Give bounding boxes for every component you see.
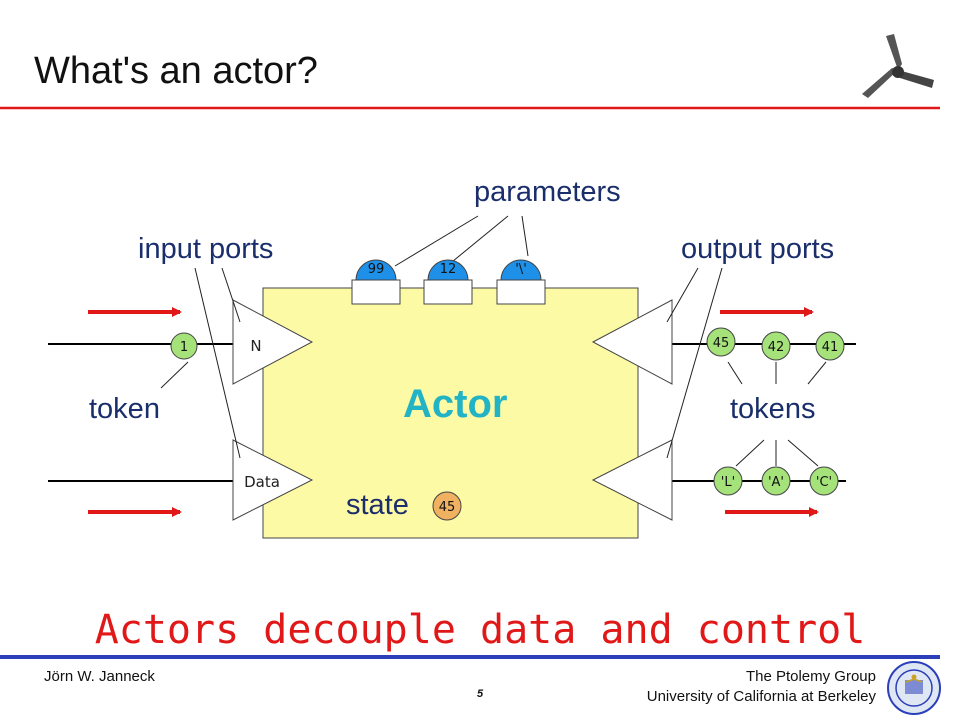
input-port-n [232, 299, 314, 385]
pointer-param-99 [394, 215, 479, 267]
parameter-backslash: '\' [496, 259, 546, 305]
footer-group: The Ptolemy Group [745, 668, 876, 685]
footer-author: Jörn W. Janneck [44, 668, 155, 685]
output-token-l-value: 'L' [721, 475, 735, 490]
pointer-param-backslash [521, 215, 529, 257]
output-port-top [591, 299, 673, 385]
output-ports-label: output ports [681, 233, 835, 265]
input-port-data [232, 439, 314, 521]
slide-title: What's an actor? [34, 50, 318, 92]
state-token-value: 45 [439, 500, 456, 515]
parameter-backslash-value: '\' [515, 262, 527, 277]
pointer-tokens-c [787, 439, 819, 467]
output-token-45 [706, 327, 736, 357]
parameter-99-value: 99 [368, 262, 385, 277]
input-token-value: 1 [180, 340, 188, 355]
pointer-output-ports-top [666, 267, 699, 323]
output-token-c-value: 'C' [816, 475, 832, 490]
pointer-token [160, 361, 189, 389]
token-label: token [89, 393, 160, 425]
pointer-output-ports-bottom [666, 267, 723, 459]
footer-university: University of California at Berkeley [646, 688, 876, 705]
ptolemy-logo-icon [862, 34, 934, 98]
pointer-input-ports-bottom [194, 267, 241, 459]
parameter-12: 12 [423, 259, 473, 305]
tagline: Actors decouple data and control [94, 607, 866, 653]
output-token-a [761, 466, 791, 496]
parameters-label: parameters [474, 176, 621, 208]
university-seal-icon [887, 661, 941, 715]
output-token-c [809, 466, 839, 496]
output-token-l [713, 466, 743, 496]
output-token-42-value: 42 [768, 340, 785, 355]
page-number: 5 [476, 688, 484, 700]
pointer-input-ports-top [221, 267, 241, 323]
actor-label: Actor [403, 382, 508, 426]
output-token-a-value: 'A' [768, 475, 784, 490]
input-ports-label: input ports [138, 233, 274, 265]
pointer-tokens-41 [807, 361, 827, 385]
input-port-data-label: Data [244, 473, 280, 491]
output-token-41-value: 41 [822, 340, 839, 355]
output-token-42 [761, 331, 791, 361]
tokens-label: tokens [730, 393, 816, 425]
input-port-n-label: N [250, 337, 261, 355]
pointer-param-12 [446, 215, 509, 267]
parameter-12-value: 12 [440, 262, 457, 277]
output-token-41 [815, 331, 845, 361]
pointer-tokens-l [735, 439, 765, 467]
output-port-bottom [591, 439, 673, 521]
state-token [432, 491, 462, 521]
parameter-99: 99 [351, 259, 401, 305]
pointer-tokens-45 [727, 361, 743, 385]
state-label: state [346, 489, 409, 521]
output-token-45-value: 45 [713, 336, 730, 351]
input-token [170, 332, 198, 360]
